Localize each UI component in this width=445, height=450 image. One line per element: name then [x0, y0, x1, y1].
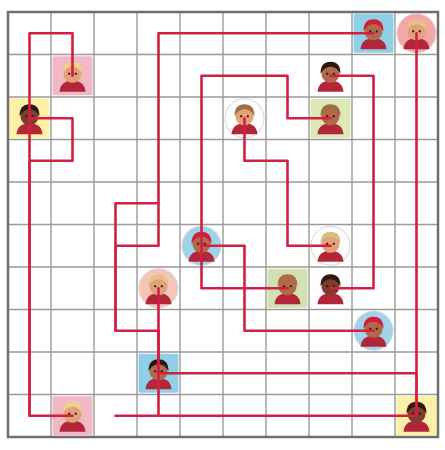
- token-eye: [68, 73, 70, 75]
- token-eye: [290, 285, 292, 287]
- token-eye: [376, 30, 378, 32]
- token-eye: [197, 243, 199, 245]
- token-eye: [75, 413, 77, 415]
- token-eye: [154, 370, 156, 372]
- token-eye: [419, 413, 421, 415]
- token-eye: [25, 115, 27, 117]
- token-eye: [161, 285, 163, 287]
- token-eye: [247, 115, 249, 117]
- token-eye: [333, 243, 335, 245]
- token-eye: [326, 285, 328, 287]
- token-eye: [412, 30, 414, 32]
- token-eye: [419, 30, 421, 32]
- token-eye: [75, 73, 77, 75]
- token-eye: [333, 115, 335, 117]
- token-eye: [326, 73, 328, 75]
- token-eye: [240, 115, 242, 117]
- token-eye: [376, 328, 378, 330]
- token-eye: [154, 285, 156, 287]
